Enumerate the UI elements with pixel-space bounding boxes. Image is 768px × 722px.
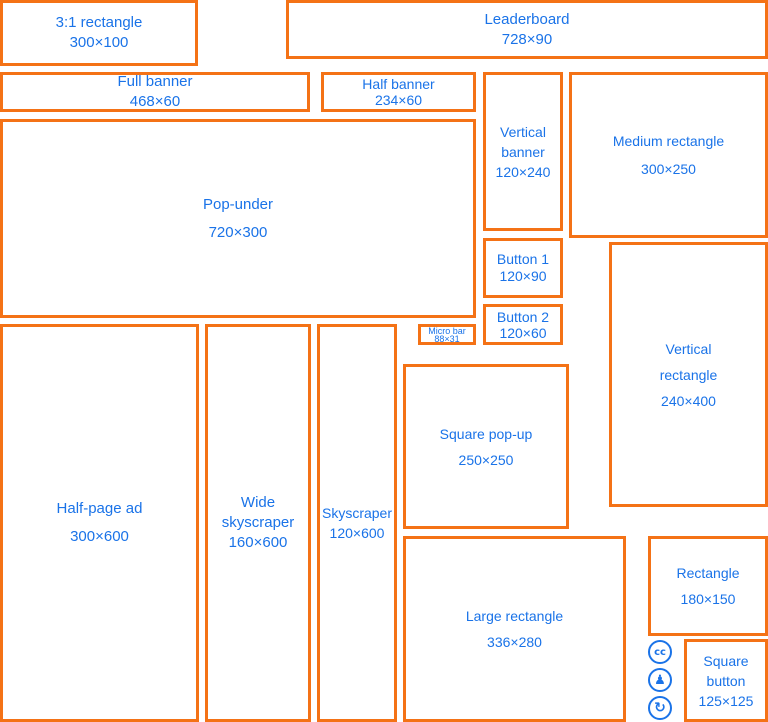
ad-leaderboard: Leaderboard 728×90: [286, 0, 768, 59]
ad-label: Half-page ad: [56, 500, 143, 517]
ad-button-1: Button 1 120×90: [483, 238, 563, 298]
ad-label: Rectangle: [676, 565, 740, 581]
ad-full-banner: Full banner 468×60: [0, 72, 310, 112]
ad-size: 336×280: [487, 634, 542, 650]
ad-pop-under: Pop-under 720×300: [0, 119, 476, 318]
ad-micro-bar: Micro bar 88×31: [418, 324, 476, 345]
ad-half-banner: Half banner 234×60: [321, 72, 476, 112]
ad-3-1-rectangle: 3:1 rectangle 300×100: [0, 0, 198, 66]
ad-size: 88×31: [434, 333, 460, 344]
ad-size: 720×300: [208, 223, 268, 241]
ad-label: Large rectangle: [465, 608, 564, 624]
share-alike-icon: ↻: [648, 696, 672, 720]
ad-medium-rectangle: Medium rectangle 300×250: [569, 72, 768, 238]
ad-vertical-rectangle: Vertical rectangle 240×400: [609, 242, 768, 507]
cc-icon: cc: [648, 640, 672, 664]
ad-skyscraper: Skyscraper 120×600: [317, 324, 397, 722]
ad-half-page: Half-page ad 300×600: [0, 324, 199, 722]
ad-label: skyscraper: [221, 514, 295, 531]
ad-rectangle: Rectangle 180×150: [648, 536, 768, 636]
ad-label: 3:1 rectangle: [55, 14, 143, 31]
ad-size: 120×600: [329, 525, 385, 541]
ad-label: Full banner: [117, 73, 193, 90]
ad-size: 300×250: [641, 161, 696, 177]
ad-label: Half banner: [362, 76, 435, 92]
ad-size: 120×240: [495, 163, 551, 180]
ad-label: Wide: [240, 494, 276, 511]
ad-label: Button 2: [496, 308, 550, 325]
ad-square-button: Square button 125×125: [684, 639, 768, 722]
ad-label: Button 1: [496, 251, 550, 267]
ad-size: 120×90: [499, 268, 547, 284]
ad-label: Vertical: [500, 123, 546, 140]
ad-wide-skyscraper: Wide skyscraper 160×600: [205, 324, 311, 722]
ad-size: 240×400: [661, 392, 716, 409]
ad-label: rectangle: [659, 366, 718, 383]
ad-size: 125×125: [698, 692, 754, 709]
ad-label: Leaderboard: [484, 10, 570, 28]
ad-label: banner: [501, 143, 545, 160]
ad-size: 180×150: [680, 591, 736, 607]
ad-label: Square: [703, 652, 749, 669]
ad-large-rectangle: Large rectangle 336×280: [403, 536, 626, 722]
ad-label: Vertical: [665, 340, 712, 357]
ad-label: button: [706, 672, 746, 689]
ad-label: Skyscraper: [321, 505, 393, 521]
ad-size: 300×600: [70, 528, 129, 545]
ad-button-2: Button 2 120×60: [483, 304, 563, 345]
ad-square-pop-up: Square pop-up 250×250: [403, 364, 569, 529]
ad-label: Pop-under: [202, 195, 274, 213]
ad-size: 120×60: [499, 324, 547, 341]
license-icons: cc ♟ ↻: [648, 640, 676, 720]
ad-size: 300×100: [69, 34, 129, 51]
ad-size: 160×600: [228, 534, 288, 551]
ad-label: Medium rectangle: [612, 133, 725, 149]
ad-size: 234×60: [374, 92, 423, 108]
ad-label: Square pop-up: [439, 425, 533, 442]
ad-label: Micro bar: [428, 325, 466, 336]
ad-size: 728×90: [501, 30, 553, 48]
attribution-person-icon: ♟: [648, 668, 672, 692]
ad-vertical-banner: Vertical banner 120×240: [483, 72, 563, 231]
ad-size: 468×60: [129, 93, 181, 110]
ad-size: 250×250: [458, 451, 514, 468]
